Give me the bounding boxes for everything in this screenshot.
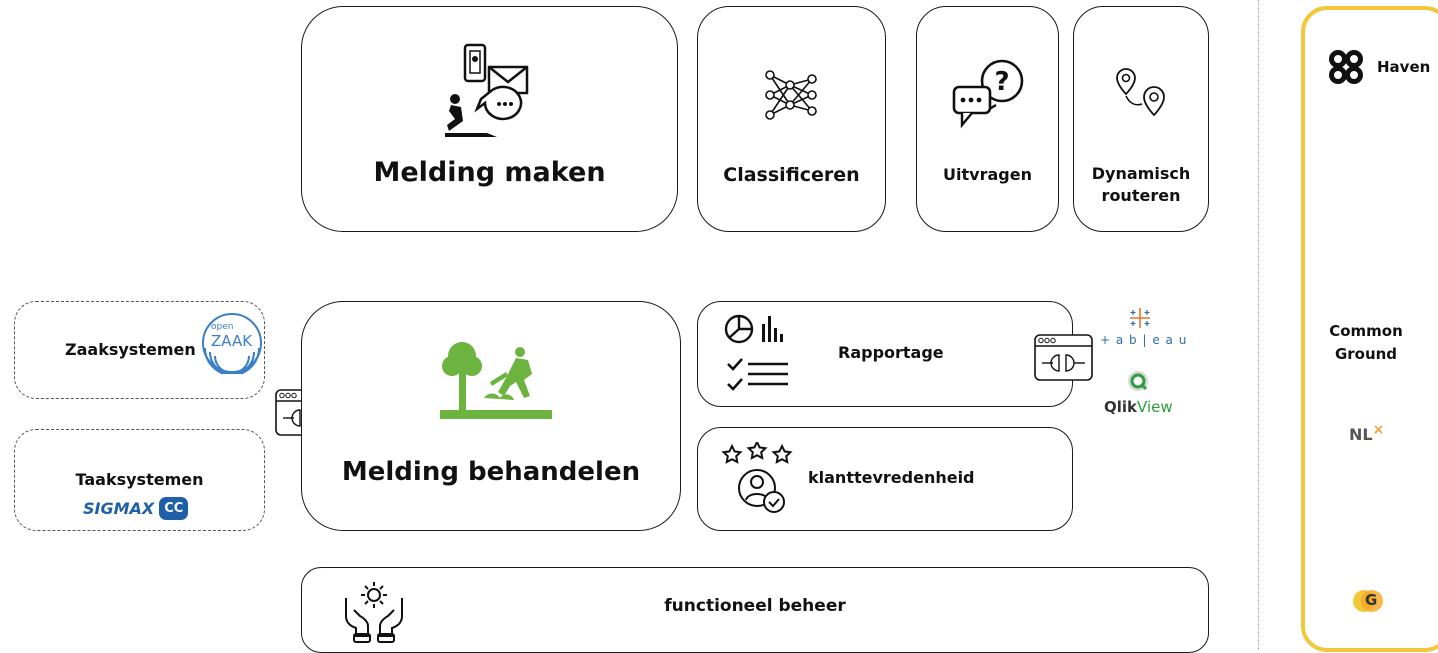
api-connector-icon-right — [1034, 334, 1094, 382]
common-ground-line1: Common — [1329, 322, 1403, 340]
dynamisch-routeren-label: Dynamisch routeren — [1074, 163, 1208, 207]
zaaksystemen-card: Zaaksystemen open ZAAK — [14, 301, 265, 399]
haven-logo-icon — [1329, 50, 1363, 84]
nlx-logo-text: NL — [1349, 425, 1373, 444]
svg-text:?: ? — [994, 67, 1009, 97]
melding-behandelen-card: Melding behandelen — [301, 301, 681, 531]
nlx-logo: NL× — [1349, 422, 1384, 444]
haven-logo: Haven — [1329, 50, 1430, 84]
qlikview-logo-text: QlikView — [1104, 398, 1173, 416]
melding-maken-card: Melding maken — [301, 6, 678, 232]
sigmax-logo-text: SIGMAX — [83, 499, 155, 518]
tableau-logo: + a b | e a u — [1098, 306, 1186, 356]
uitvragen-card: ? Uitvragen — [916, 6, 1059, 232]
report-charts-icon — [724, 312, 794, 396]
classificeren-card: Classificeren — [697, 6, 886, 232]
taaksystemen-label: Taaksystemen — [75, 470, 204, 489]
rapportage-card: Rapportage — [697, 301, 1073, 407]
uitvragen-label: Uitvragen — [943, 165, 1032, 184]
tableau-cross-icon — [1130, 308, 1150, 328]
taaksystemen-card: Taaksystemen SIGMAX CC — [14, 429, 265, 531]
zaaksystemen-label: Zaaksystemen — [65, 340, 196, 359]
customer-satisfaction-icon — [720, 442, 794, 516]
tableau-logo-text: + a b | e a u — [1100, 333, 1188, 347]
cg-logo-text: G — [1365, 591, 1378, 609]
rapportage-label: Rapportage — [838, 343, 944, 362]
dynamisch-label-line1: Dynamisch — [1091, 164, 1191, 183]
classificeren-label: Classificeren — [723, 164, 860, 186]
functioneel-beheer-card: functioneel beheer — [301, 567, 1209, 653]
openzaak-logo-open: open — [211, 322, 234, 332]
klanttevredenheid-label: klanttevredenheid — [808, 468, 975, 487]
common-ground-line2: Ground — [1334, 345, 1398, 363]
qlik-bold: Qlik — [1104, 398, 1138, 416]
route-pins-icon — [1114, 65, 1170, 121]
melding-behandelen-label: Melding behandelen — [341, 457, 641, 487]
openzaak-logo-zaak: ZAAK — [211, 332, 253, 350]
common-ground-label: Common Ground — [1321, 320, 1411, 366]
qlik-circle-icon — [1128, 371, 1148, 391]
cg-logo-icon — [1353, 590, 1383, 612]
cc-logo: CC — [159, 497, 189, 520]
neural-network-icon — [762, 65, 822, 125]
hands-gear-icon — [342, 578, 406, 644]
cg-logo: G — [1351, 584, 1385, 618]
section-divider — [1258, 0, 1259, 649]
nlx-logo-mark: × — [1372, 422, 1385, 438]
dynamisch-label-line2: routeren — [1101, 186, 1181, 205]
sigmax-logo: SIGMAX CC — [83, 497, 189, 520]
haven-label: Haven — [1377, 58, 1431, 76]
melding-maken-label: Melding maken — [373, 157, 606, 188]
openzaak-logo: open ZAAK — [201, 312, 263, 374]
chat-question-icon: ? — [950, 57, 1028, 133]
person-phone-message-icon — [437, 41, 537, 141]
dynamisch-routeren-card: Dynamisch routeren — [1073, 6, 1209, 232]
gardener-tree-icon — [440, 340, 552, 422]
klanttevredenheid-card: klanttevredenheid — [697, 427, 1073, 531]
qlikview-logo: QlikView — [1104, 370, 1184, 420]
functioneel-beheer-label: functioneel beheer — [664, 596, 846, 616]
qlik-view: View — [1137, 398, 1173, 416]
common-ground-panel: Haven Common Ground NL× G — [1301, 6, 1438, 652]
